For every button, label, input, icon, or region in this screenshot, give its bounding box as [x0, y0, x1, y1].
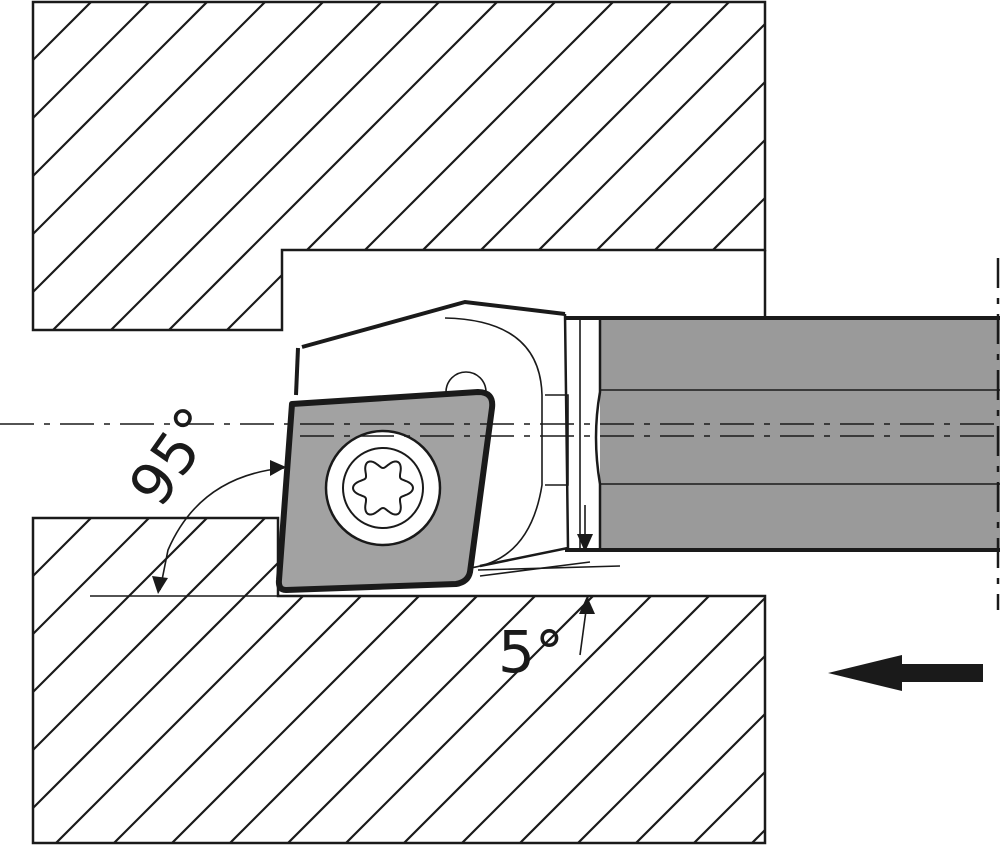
hatch-line: [33, 2, 208, 330]
hatch-line: [168, 2, 498, 330]
tool-head: [294, 299, 621, 577]
hatch-line: [33, 518, 324, 843]
cutting-insert: [275, 389, 496, 593]
torx-screw-icon: [324, 429, 442, 547]
hatch-line: [33, 518, 208, 843]
hatch-line: [33, 518, 92, 843]
hatch-line: [923, 2, 1000, 330]
hatch-line: [33, 518, 150, 843]
angle-5-annotation: 5°: [498, 505, 595, 686]
hatch-line: [33, 2, 150, 330]
hatch-line: [52, 2, 382, 330]
hatch-line: [693, 518, 765, 843]
hatch-line: [748, 2, 765, 330]
workpiece-upper: [31, 0, 1000, 332]
hatch-line: [865, 2, 1000, 330]
angle-clearance-label: 5°: [498, 618, 564, 686]
hatch-line: [33, 518, 34, 843]
hatch-line: [519, 518, 765, 843]
hatch-line: [807, 2, 1000, 330]
hatch-line: [33, 2, 324, 330]
hatch-line: [110, 2, 440, 330]
hatch-line: [33, 518, 266, 843]
tool-shank: [565, 258, 1000, 610]
hatch-line: [635, 518, 765, 843]
hatch-line: [577, 518, 765, 843]
hatch-line: [33, 2, 266, 330]
hatch-line: [33, 2, 34, 330]
arrow-left-icon: [828, 655, 983, 691]
angle-main-label: 95°: [116, 395, 231, 518]
hatch-line: [33, 2, 92, 330]
